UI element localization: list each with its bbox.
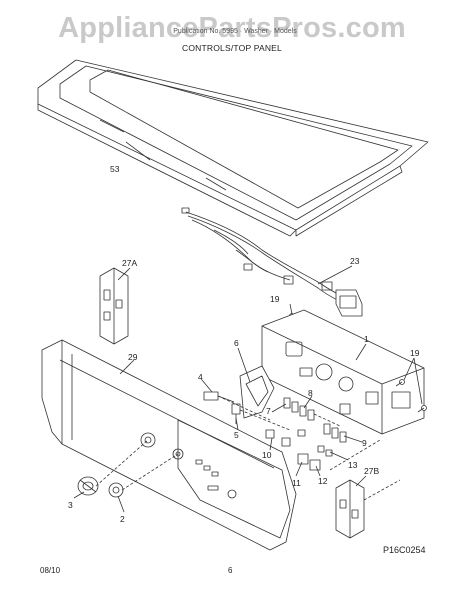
label-part-11: 11 <box>292 478 301 488</box>
bracket-right <box>335 479 365 539</box>
assembly-lines <box>95 395 401 501</box>
switch <box>231 403 241 424</box>
label-part-6: 6 <box>234 338 239 348</box>
knob-small <box>108 482 124 498</box>
label-part-3: 3 <box>68 500 73 510</box>
label-part-19-right: 19 <box>410 348 420 358</box>
label-part-9: 9 <box>362 438 367 448</box>
label-part-27a: 27A <box>122 258 137 268</box>
label-part-1: 1 <box>364 334 369 344</box>
section-title: CONTROLS/TOP PANEL <box>182 43 282 53</box>
switch-group-9 <box>323 423 347 443</box>
knob-large <box>77 476 99 496</box>
bracket-left <box>99 267 129 345</box>
control-board <box>261 309 425 435</box>
footer-date: 08/10 <box>40 566 61 575</box>
label-part-5: 5 <box>234 430 239 440</box>
label-part-2: 2 <box>120 514 125 524</box>
screws-right <box>395 379 427 413</box>
switch-group-11-12-13 <box>297 445 333 471</box>
label-part-13: 13 <box>348 460 358 470</box>
leader-lines <box>73 141 423 513</box>
label-part-53: 53 <box>110 164 120 174</box>
switch-group-7-8 <box>283 397 315 421</box>
label-part-8: 8 <box>308 388 313 398</box>
watermark-text: AppliancePartsPros.com <box>58 12 406 44</box>
shaft <box>203 391 235 403</box>
label-part-7: 7 <box>266 406 271 416</box>
label-part-19-upper: 19 <box>270 294 280 304</box>
console-panel <box>41 339 297 551</box>
switch-group-10 <box>265 429 306 447</box>
header-line: Publication No. 5995 · Washer · Models <box>173 28 297 35</box>
footer-page-number: 6 <box>228 566 233 575</box>
label-part-27b: 27B <box>364 466 379 476</box>
light-bracket <box>239 365 275 419</box>
drawing-code: P16C0254 <box>383 545 426 555</box>
label-part-12: 12 <box>318 476 328 486</box>
label-part-10: 10 <box>262 450 272 460</box>
label-part-29: 29 <box>128 352 138 362</box>
top-panel-lid <box>37 59 429 237</box>
wire-harness <box>181 207 363 317</box>
label-part-23: 23 <box>350 256 360 266</box>
label-part-4: 4 <box>198 372 203 382</box>
